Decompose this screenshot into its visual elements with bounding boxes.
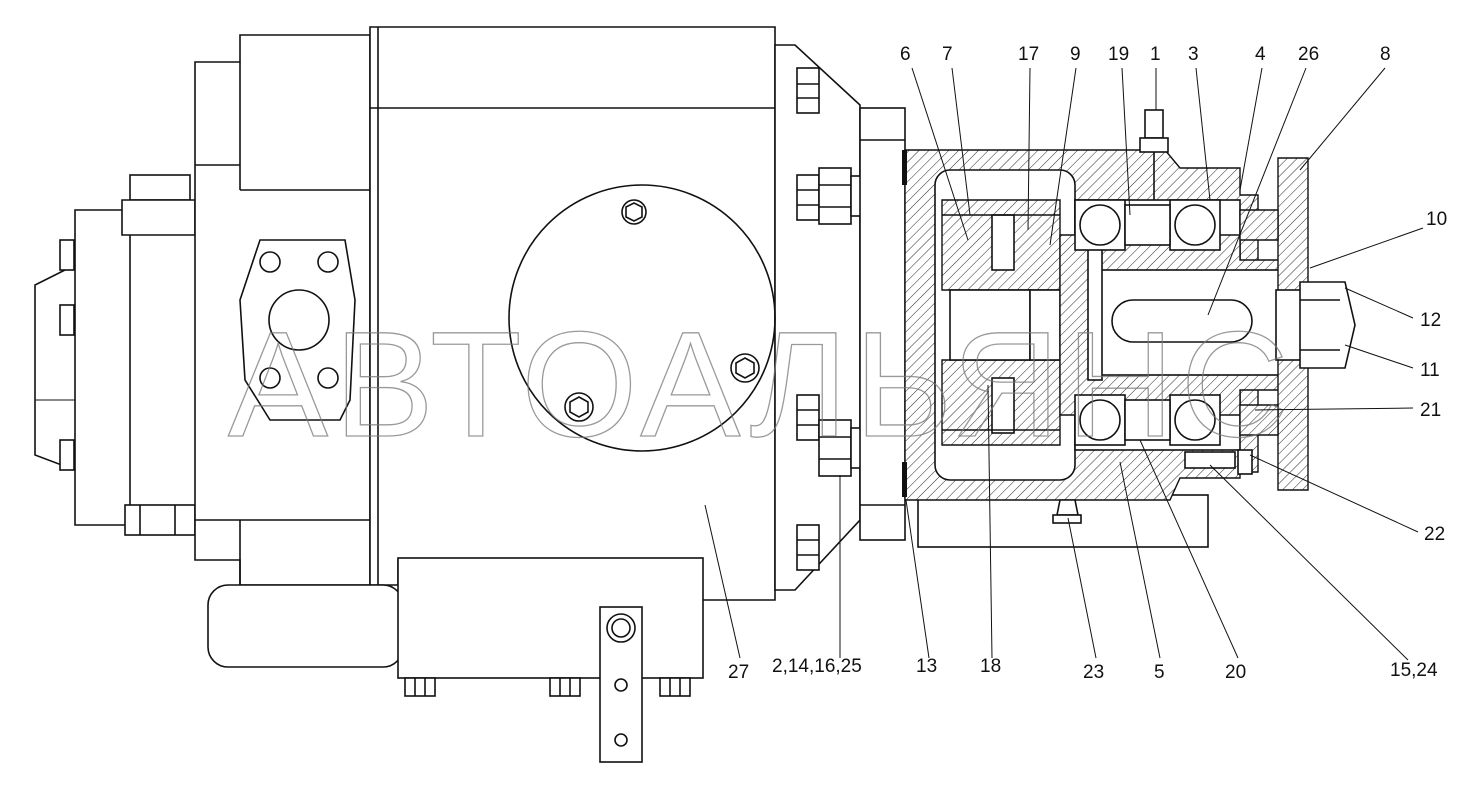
callout-26: 26 — [1298, 44, 1319, 65]
callout-1: 1 — [1150, 44, 1161, 65]
callout-18: 18 — [980, 656, 1001, 677]
callout-22: 22 — [1424, 524, 1445, 545]
callout-13: 13 — [916, 656, 937, 677]
callout-15-24: 15,24 — [1390, 660, 1438, 681]
callout-2-14-16-25: 2,14,16,25 — [772, 656, 862, 677]
watermark-text: АВТОАЛЬЯНС — [228, 300, 1295, 468]
callout-10: 10 — [1426, 209, 1447, 230]
callout-20: 20 — [1225, 662, 1246, 683]
callout-4: 4 — [1255, 44, 1266, 65]
callout-19: 19 — [1108, 44, 1129, 65]
callout-17: 17 — [1018, 44, 1039, 65]
leader-lines — [704, 67, 1424, 661]
callout-8: 8 — [1380, 44, 1391, 65]
callout-23: 23 — [1083, 662, 1104, 683]
callout-21: 21 — [1420, 400, 1441, 421]
gearbox-section — [902, 109, 1356, 548]
callout-11: 11 — [1420, 360, 1440, 381]
callout-3: 3 — [1188, 44, 1199, 65]
callout-labels: 6 7 17 9 19 1 3 4 26 8 10 12 11 21 22 15… — [728, 44, 1447, 683]
callout-7: 7 — [942, 44, 953, 65]
pump-housing — [34, 26, 906, 763]
callout-12: 12 — [1420, 310, 1441, 331]
callout-9: 9 — [1070, 44, 1081, 65]
callout-5: 5 — [1154, 662, 1165, 683]
callout-6: 6 — [900, 44, 911, 65]
callout-27: 27 — [728, 662, 749, 683]
